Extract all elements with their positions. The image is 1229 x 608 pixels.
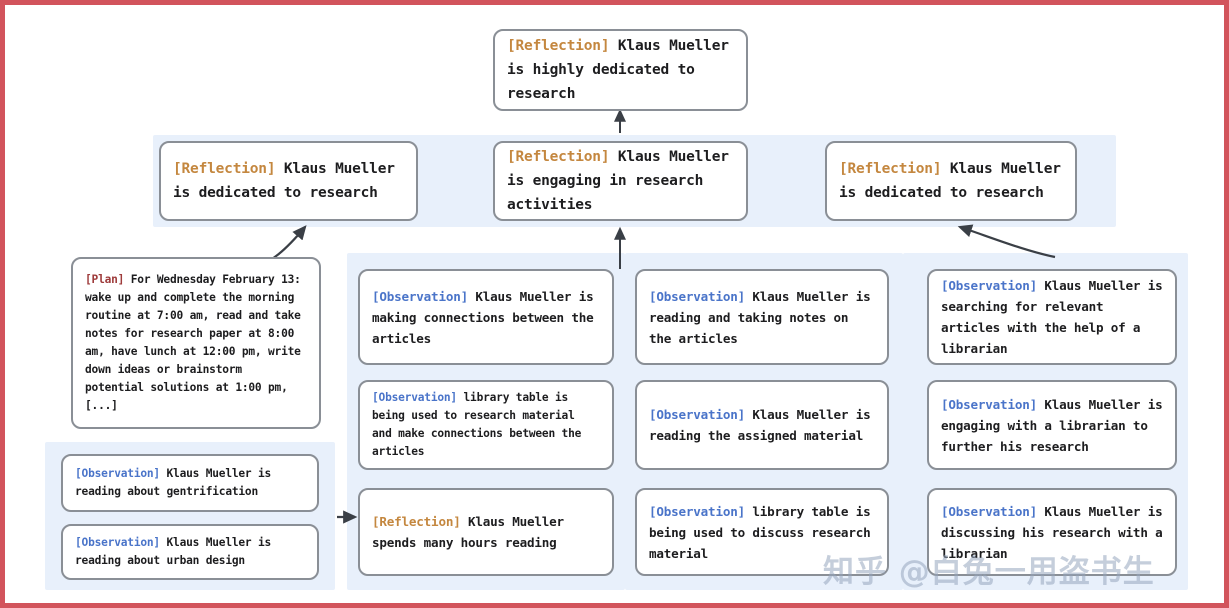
tag-label: [Observation] bbox=[649, 503, 745, 519]
node-body: Klaus Mueller is reading and taking note… bbox=[649, 288, 871, 346]
tag-label: [Reflection] bbox=[839, 161, 942, 177]
node-col4-observation-2[interactable]: [Observation] Klaus Mueller is engaging … bbox=[927, 380, 1177, 470]
node-text: [Observation] Klaus Mueller is discussin… bbox=[929, 501, 1175, 564]
node-left-observation-1[interactable]: [Observation] Klaus Mueller is reading a… bbox=[61, 454, 319, 512]
node-body: For Wednesday February 13: wake up and c… bbox=[85, 273, 301, 412]
tag-label: [Observation] bbox=[372, 391, 457, 404]
node-text: [Plan] For Wednesday February 13: wake u… bbox=[73, 271, 319, 415]
node-col2-observation-1[interactable]: [Observation] Klaus Mueller is making co… bbox=[358, 269, 614, 365]
tag-label: [Plan] bbox=[85, 273, 125, 286]
tag-label: [Reflection] bbox=[173, 161, 276, 177]
node-body: library table is being used to research … bbox=[372, 391, 582, 458]
node-body: Klaus Mueller is discussing his research… bbox=[941, 503, 1163, 561]
node-body: Klaus Mueller is reading about gentrific… bbox=[75, 467, 272, 498]
tag-label: [Observation] bbox=[941, 503, 1037, 519]
node-col4-observation-1[interactable]: [Observation] Klaus Mueller is searching… bbox=[927, 269, 1177, 365]
node-reflection-right[interactable]: [Reflection] Klaus Mueller is dedicated … bbox=[825, 141, 1077, 221]
tag-label: [Reflection] bbox=[507, 149, 610, 165]
node-text: [Observation] library table is being use… bbox=[637, 501, 887, 564]
tag-label: [Observation] bbox=[649, 288, 745, 304]
node-text: [Observation] Klaus Mueller is making co… bbox=[360, 286, 612, 349]
tag-label: [Reflection] bbox=[507, 38, 610, 54]
node-body: Klaus Mueller is searching for relevant … bbox=[941, 278, 1163, 356]
node-text: [Reflection] Klaus Mueller is dedicated … bbox=[161, 157, 416, 205]
node-body: Klaus Mueller is highly dedicated to res… bbox=[507, 38, 729, 102]
tag-label: [Observation] bbox=[372, 288, 468, 304]
node-col3-observation-1[interactable]: [Observation] Klaus Mueller is reading a… bbox=[635, 269, 889, 365]
tag-label: [Observation] bbox=[941, 278, 1037, 293]
node-plan[interactable]: [Plan] For Wednesday February 13: wake u… bbox=[71, 257, 321, 429]
node-text: [Observation] Klaus Mueller is engaging … bbox=[929, 394, 1175, 457]
tag-label: [Observation] bbox=[941, 396, 1037, 412]
watermark-text: 知乎 @白兔一用盗书生 bbox=[823, 554, 1155, 590]
node-reflection-left[interactable]: [Reflection] Klaus Mueller is dedicated … bbox=[159, 141, 418, 221]
node-col2-observation-2[interactable]: [Observation] library table is being use… bbox=[358, 380, 614, 470]
node-body: library table is being used to discuss r… bbox=[649, 503, 871, 561]
node-body: Klaus Mueller is engaging in research ac… bbox=[507, 149, 729, 213]
node-left-observation-2[interactable]: [Observation] Klaus Mueller is reading a… bbox=[61, 524, 319, 580]
node-body: Klaus Mueller is reading the assigned ma… bbox=[649, 407, 871, 443]
node-text: [Reflection] Klaus Mueller is engaging i… bbox=[495, 145, 746, 217]
node-col2-reflection[interactable]: [Reflection] Klaus Mueller spends many h… bbox=[358, 488, 614, 576]
tag-label: [Reflection] bbox=[372, 514, 461, 529]
node-reflection-middle[interactable]: [Reflection] Klaus Mueller is engaging i… bbox=[493, 141, 748, 221]
node-text: [Reflection] Klaus Mueller is highly ded… bbox=[495, 34, 746, 106]
node-col4-observation-3[interactable]: [Observation] Klaus Mueller is discussin… bbox=[927, 488, 1177, 576]
node-body: Klaus Mueller is dedicated to research bbox=[173, 161, 395, 201]
node-col3-observation-2[interactable]: [Observation] Klaus Mueller is reading t… bbox=[635, 380, 889, 470]
node-col3-observation-3[interactable]: [Observation] library table is being use… bbox=[635, 488, 889, 576]
node-text: [Observation] Klaus Mueller is reading t… bbox=[637, 404, 887, 446]
node-body: Klaus Mueller spends many hours reading bbox=[372, 514, 564, 550]
node-text: [Observation] library table is being use… bbox=[360, 389, 612, 461]
node-body: Klaus Mueller is making connections betw… bbox=[372, 288, 594, 346]
node-text: [Observation] Klaus Mueller is searching… bbox=[929, 275, 1175, 359]
node-body: Klaus Mueller is engaging with a librari… bbox=[941, 396, 1163, 454]
node-text: [Observation] Klaus Mueller is reading a… bbox=[63, 534, 317, 570]
node-text: [Reflection] Klaus Mueller is dedicated … bbox=[827, 157, 1075, 205]
tag-label: [Observation] bbox=[649, 407, 745, 422]
tag-label: [Observation] bbox=[75, 467, 160, 480]
node-text: [Observation] Klaus Mueller is reading a… bbox=[63, 465, 317, 501]
node-root-reflection[interactable]: [Reflection] Klaus Mueller is highly ded… bbox=[493, 29, 748, 111]
node-text: [Reflection] Klaus Mueller spends many h… bbox=[360, 511, 612, 553]
node-body: Klaus Mueller is dedicated to research bbox=[839, 161, 1061, 201]
node-text: [Observation] Klaus Mueller is reading a… bbox=[637, 286, 887, 349]
node-body: Klaus Mueller is reading about urban des… bbox=[75, 536, 272, 567]
tag-label: [Observation] bbox=[75, 536, 160, 549]
